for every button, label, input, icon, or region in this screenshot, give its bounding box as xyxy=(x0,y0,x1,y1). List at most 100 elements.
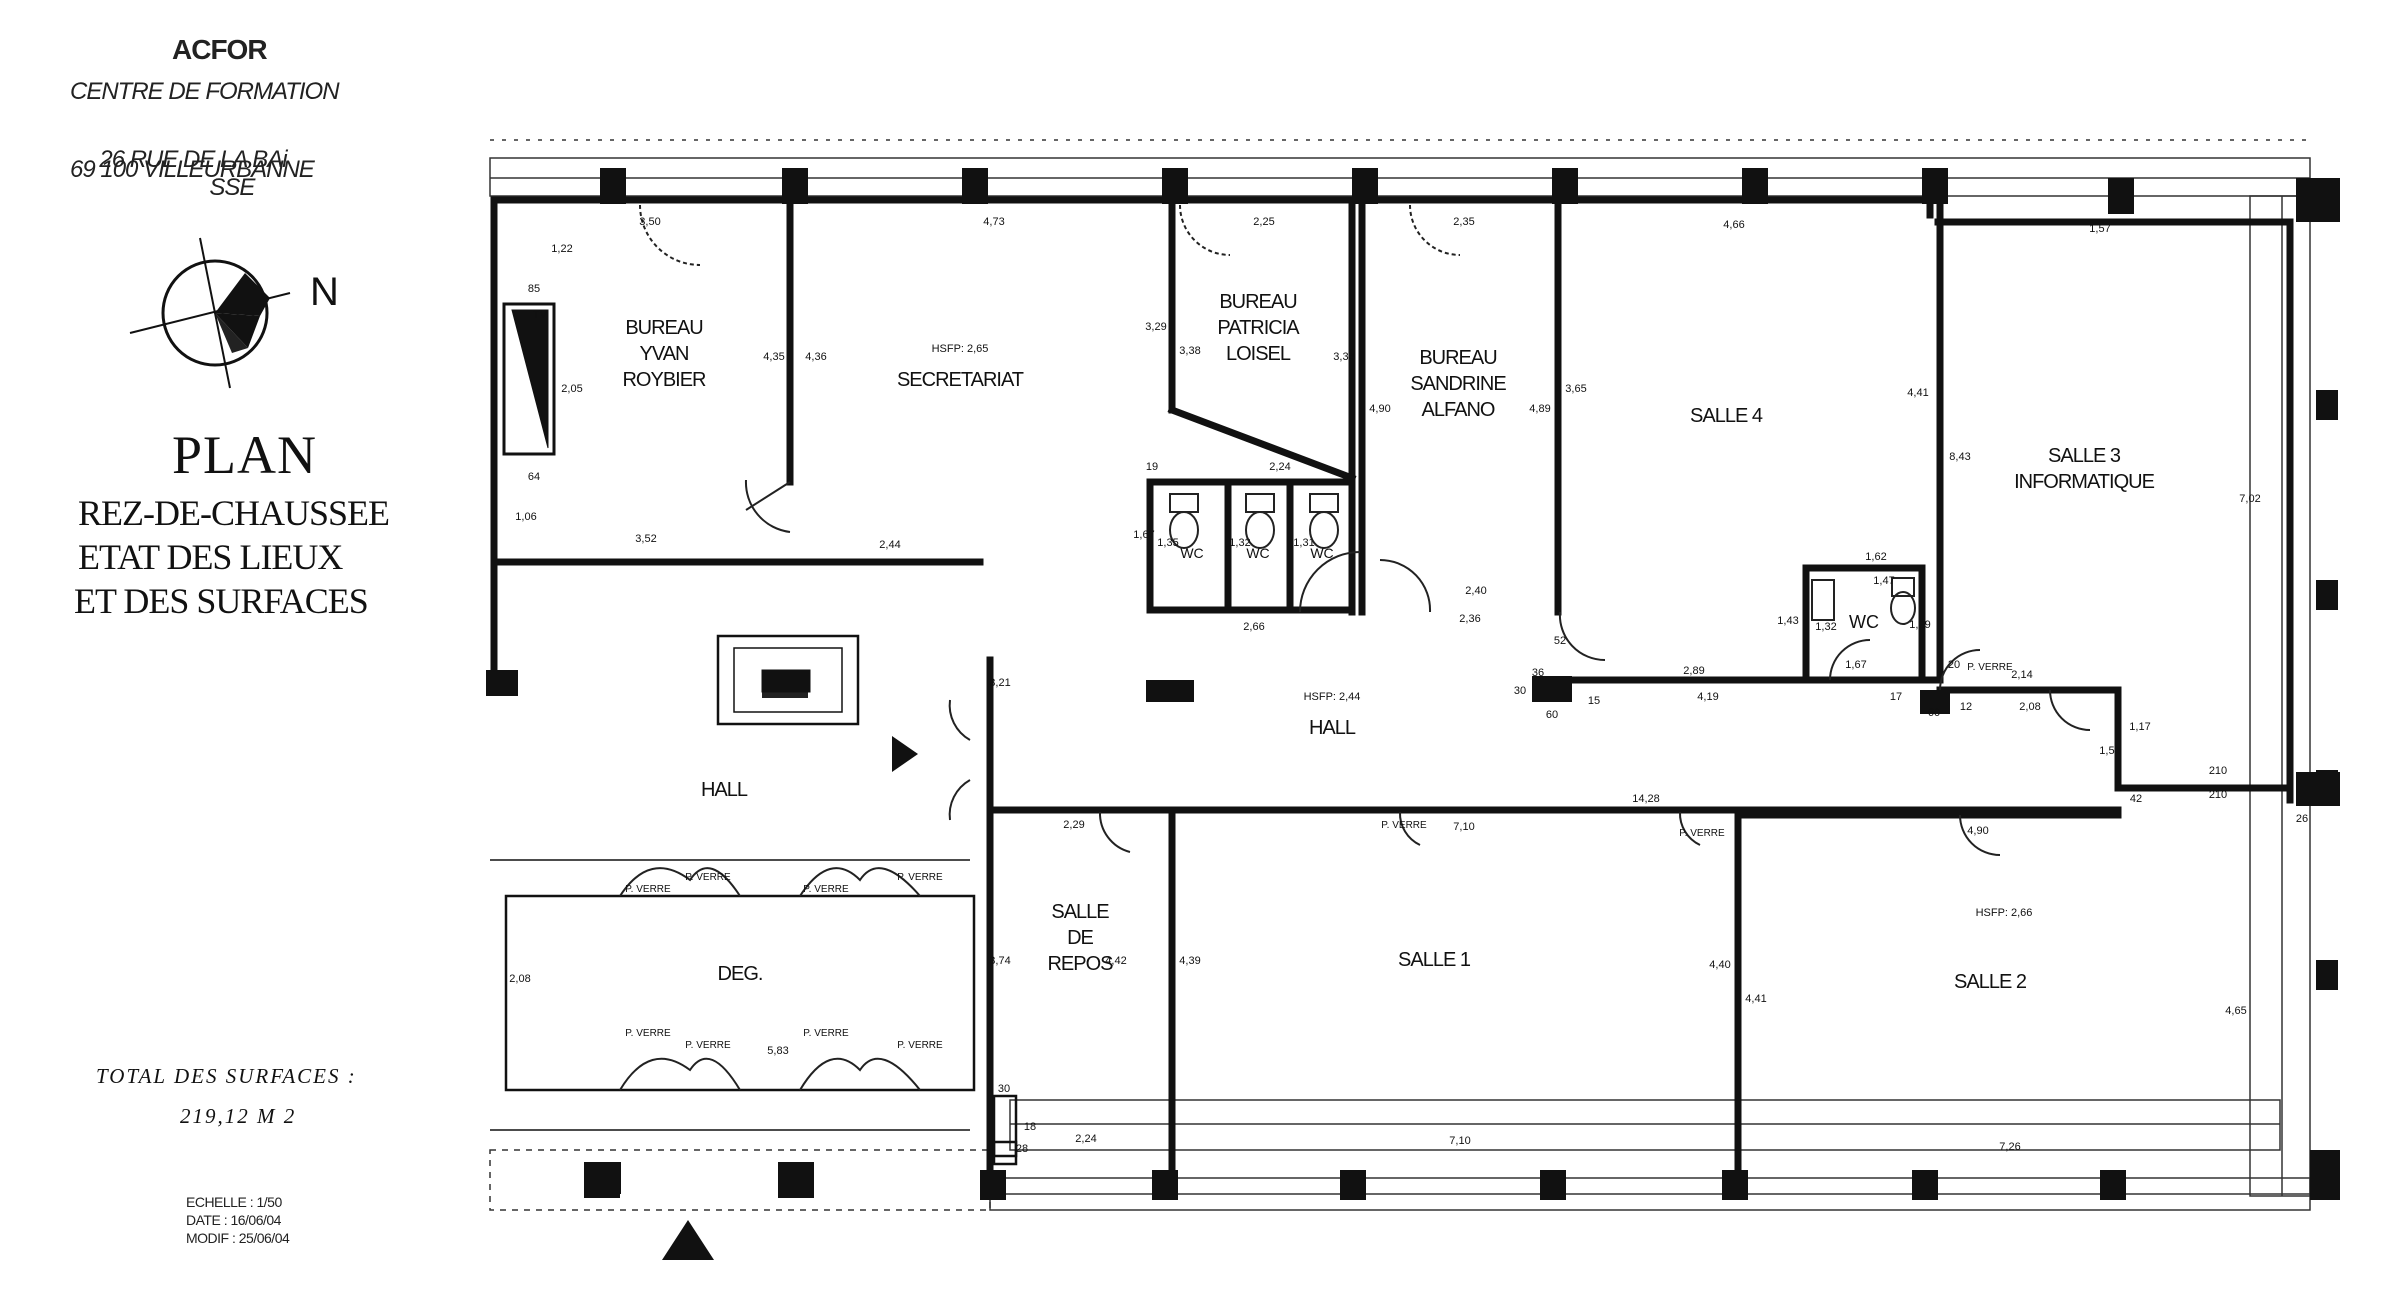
dim-17: 4,90 xyxy=(1369,403,1390,415)
dim-41: 1,62 xyxy=(1865,551,1886,563)
dim-64: 3,74 xyxy=(989,955,1010,967)
room-salle-repos-l2: DE xyxy=(1067,927,1093,949)
room-salle4: SALLE 4 xyxy=(1690,405,1763,427)
dim-65: 4,42 xyxy=(1105,955,1126,967)
dim-3: 2,25 xyxy=(1253,216,1274,228)
dim-22: 7,02 xyxy=(2239,493,2260,505)
room-salle-repos-l3: REPOS xyxy=(1047,953,1113,975)
stairwell xyxy=(716,634,860,726)
plan-subtitle-3: ET DES SURFACES xyxy=(74,581,369,621)
room-bureau-sandrine-l2: SANDRINE xyxy=(1410,373,1506,395)
walls xyxy=(490,176,2294,1174)
p-verre-2: P. VERRE xyxy=(685,872,731,883)
dim-19: 3,65 xyxy=(1565,383,1586,395)
room-bureau-yvan-l2: YVAN xyxy=(640,343,689,365)
glass-door-labels: P. VERRE P. VERRE P. VERRE P. VERRE P. V… xyxy=(625,662,2013,1051)
dim-26: 2,24 xyxy=(1269,461,1290,473)
dim-62: 42 xyxy=(2130,793,2142,805)
dim-53: 1,17 xyxy=(2129,721,2150,733)
dim-54: 1,54 xyxy=(2099,745,2120,757)
dim-40: 4,19 xyxy=(1697,691,1718,703)
room-salle3-l2: INFORMATIQUE xyxy=(2014,471,2155,493)
dim-29: 1,32 xyxy=(1229,537,1250,549)
dim-24: 2,44 xyxy=(879,539,900,551)
plan-subtitle-1: REZ-DE-CHAUSSEE xyxy=(78,493,390,533)
dim-31: 2,40 xyxy=(1465,585,1486,597)
dim-38: 15 xyxy=(1588,695,1600,707)
corridor-outline xyxy=(490,859,1018,1166)
door-swings xyxy=(639,204,2091,856)
totals-value: 219,12 M 2 xyxy=(180,1104,297,1128)
dim-61: 210 xyxy=(2209,789,2227,801)
address-line-2-suffix: SSE xyxy=(209,174,255,201)
dim-50: 20 xyxy=(1948,659,1960,671)
dim-44: 1,32 xyxy=(1815,621,1836,633)
p-verre-11: P. VERRE xyxy=(1967,662,2013,673)
dim-15: 3,38 xyxy=(1179,345,1200,357)
dim-9: 2,05 xyxy=(561,383,582,395)
dim-21: 8,43 xyxy=(1949,451,1970,463)
room-bureau-sandrine-l1: BUREAU xyxy=(1419,347,1496,369)
room-salle3-l1: SALLE 3 xyxy=(2048,445,2121,467)
dim-69: 4,65 xyxy=(2225,1005,2246,1017)
dim-4: 2,35 xyxy=(1453,216,1474,228)
p-verre-4: P. VERRE xyxy=(897,872,943,883)
dim-36: 30 xyxy=(1514,685,1526,697)
dim-59: 4,90 xyxy=(1967,825,1988,837)
dim-37: 60 xyxy=(1546,709,1558,721)
dim-55: 3,21 xyxy=(989,677,1010,689)
dim-14: 3,29 xyxy=(1145,321,1166,333)
dim-42: 1,47 xyxy=(1873,575,1894,587)
dim-51: 2,14 xyxy=(2011,669,2032,681)
dim-33: 2,36 xyxy=(1459,613,1480,625)
plan-title: PLAN xyxy=(172,425,318,485)
dim-11: 1,06 xyxy=(515,511,536,523)
dim-52: 2,08 xyxy=(2019,701,2040,713)
dim-63: 26 xyxy=(2296,813,2308,825)
entrance-arrows xyxy=(585,736,918,1260)
hsfp-hall: HSFP: 2,44 xyxy=(1304,691,1361,703)
room-bureau-yvan-l3: ROYBIER xyxy=(622,369,706,391)
dim-25: 19 xyxy=(1146,461,1158,473)
company-name: ACFOR xyxy=(172,34,268,65)
dim-45: 1,29 xyxy=(1909,619,1930,631)
room-deg: DEG. xyxy=(718,963,763,985)
dim-74: 7,10 xyxy=(1449,1135,1470,1147)
p-verre-5: P. VERRE xyxy=(625,1028,671,1039)
p-verre-6: P. VERRE xyxy=(685,1040,731,1051)
hsfp-salle2: HSFP: 2,66 xyxy=(1976,907,2033,919)
dim-66: 4,39 xyxy=(1179,955,1200,967)
wc-fixtures xyxy=(1169,493,1916,625)
dim-58: 14,28 xyxy=(1632,793,1660,805)
dim-6: 1,57 xyxy=(2089,223,2110,235)
room-hall-center: HALL xyxy=(1309,717,1356,739)
room-bureau-patricia-l2: PATRICIA xyxy=(1217,317,1300,339)
dim-67: 4,40 xyxy=(1709,959,1730,971)
dim-13: 4,36 xyxy=(805,351,826,363)
dim-60: 210 xyxy=(2209,765,2227,777)
north-arrow-icon xyxy=(129,237,291,389)
dim-8: 85 xyxy=(528,283,540,295)
room-bureau-patricia-l3: LOISEL xyxy=(1226,343,1291,365)
room-salle-repos-l1: SALLE xyxy=(1051,901,1109,923)
dim-28: 1,35 xyxy=(1157,537,1178,549)
p-verre-3: P. VERRE xyxy=(803,884,849,895)
p-verre-7: P. VERRE xyxy=(803,1028,849,1039)
dim-7: 1,22 xyxy=(551,243,572,255)
dim-75: 7,26 xyxy=(1999,1141,2020,1153)
dim-30: 1,31 xyxy=(1293,537,1314,549)
dim-1: 3,50 xyxy=(639,216,660,228)
modif-label: MODIF : 25/06/04 xyxy=(186,1230,290,1246)
room-hall-left: HALL xyxy=(701,779,748,801)
address-line-2: 26 RUE DE LA BAi SSE xyxy=(88,118,287,202)
dim-77: 18 xyxy=(1024,1121,1036,1133)
room-bureau-patricia-l1: BUREAU xyxy=(1219,291,1296,313)
room-labels: BUREAU YVAN ROYBIER SECRETARIAT BUREAU P… xyxy=(622,291,2155,993)
dim-48: 60 xyxy=(1928,707,1940,719)
glass-doors xyxy=(619,867,921,1091)
plan-subtitle-2: ETAT DES LIEUX xyxy=(78,537,343,577)
room-bureau-sandrine-l3: ALFANO xyxy=(1422,399,1495,421)
dim-27: 1,67 xyxy=(1133,529,1154,541)
scale-label: ECHELLE : 1/50 xyxy=(186,1194,282,1210)
